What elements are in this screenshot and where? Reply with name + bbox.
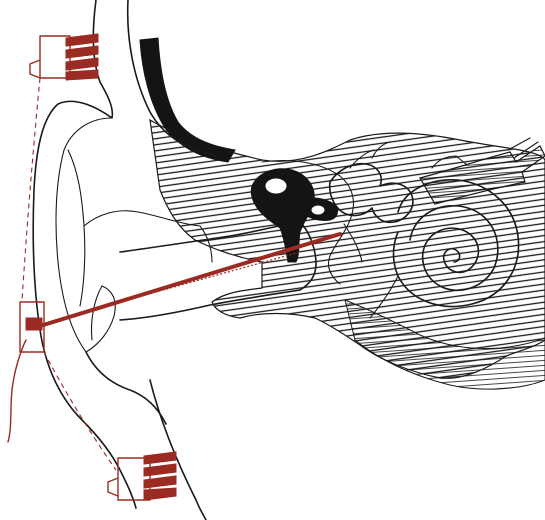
upper-lead <box>22 78 40 300</box>
lower-lead <box>44 352 116 470</box>
lower-coil-unit <box>108 452 176 500</box>
upper-coil-unit <box>30 34 98 80</box>
